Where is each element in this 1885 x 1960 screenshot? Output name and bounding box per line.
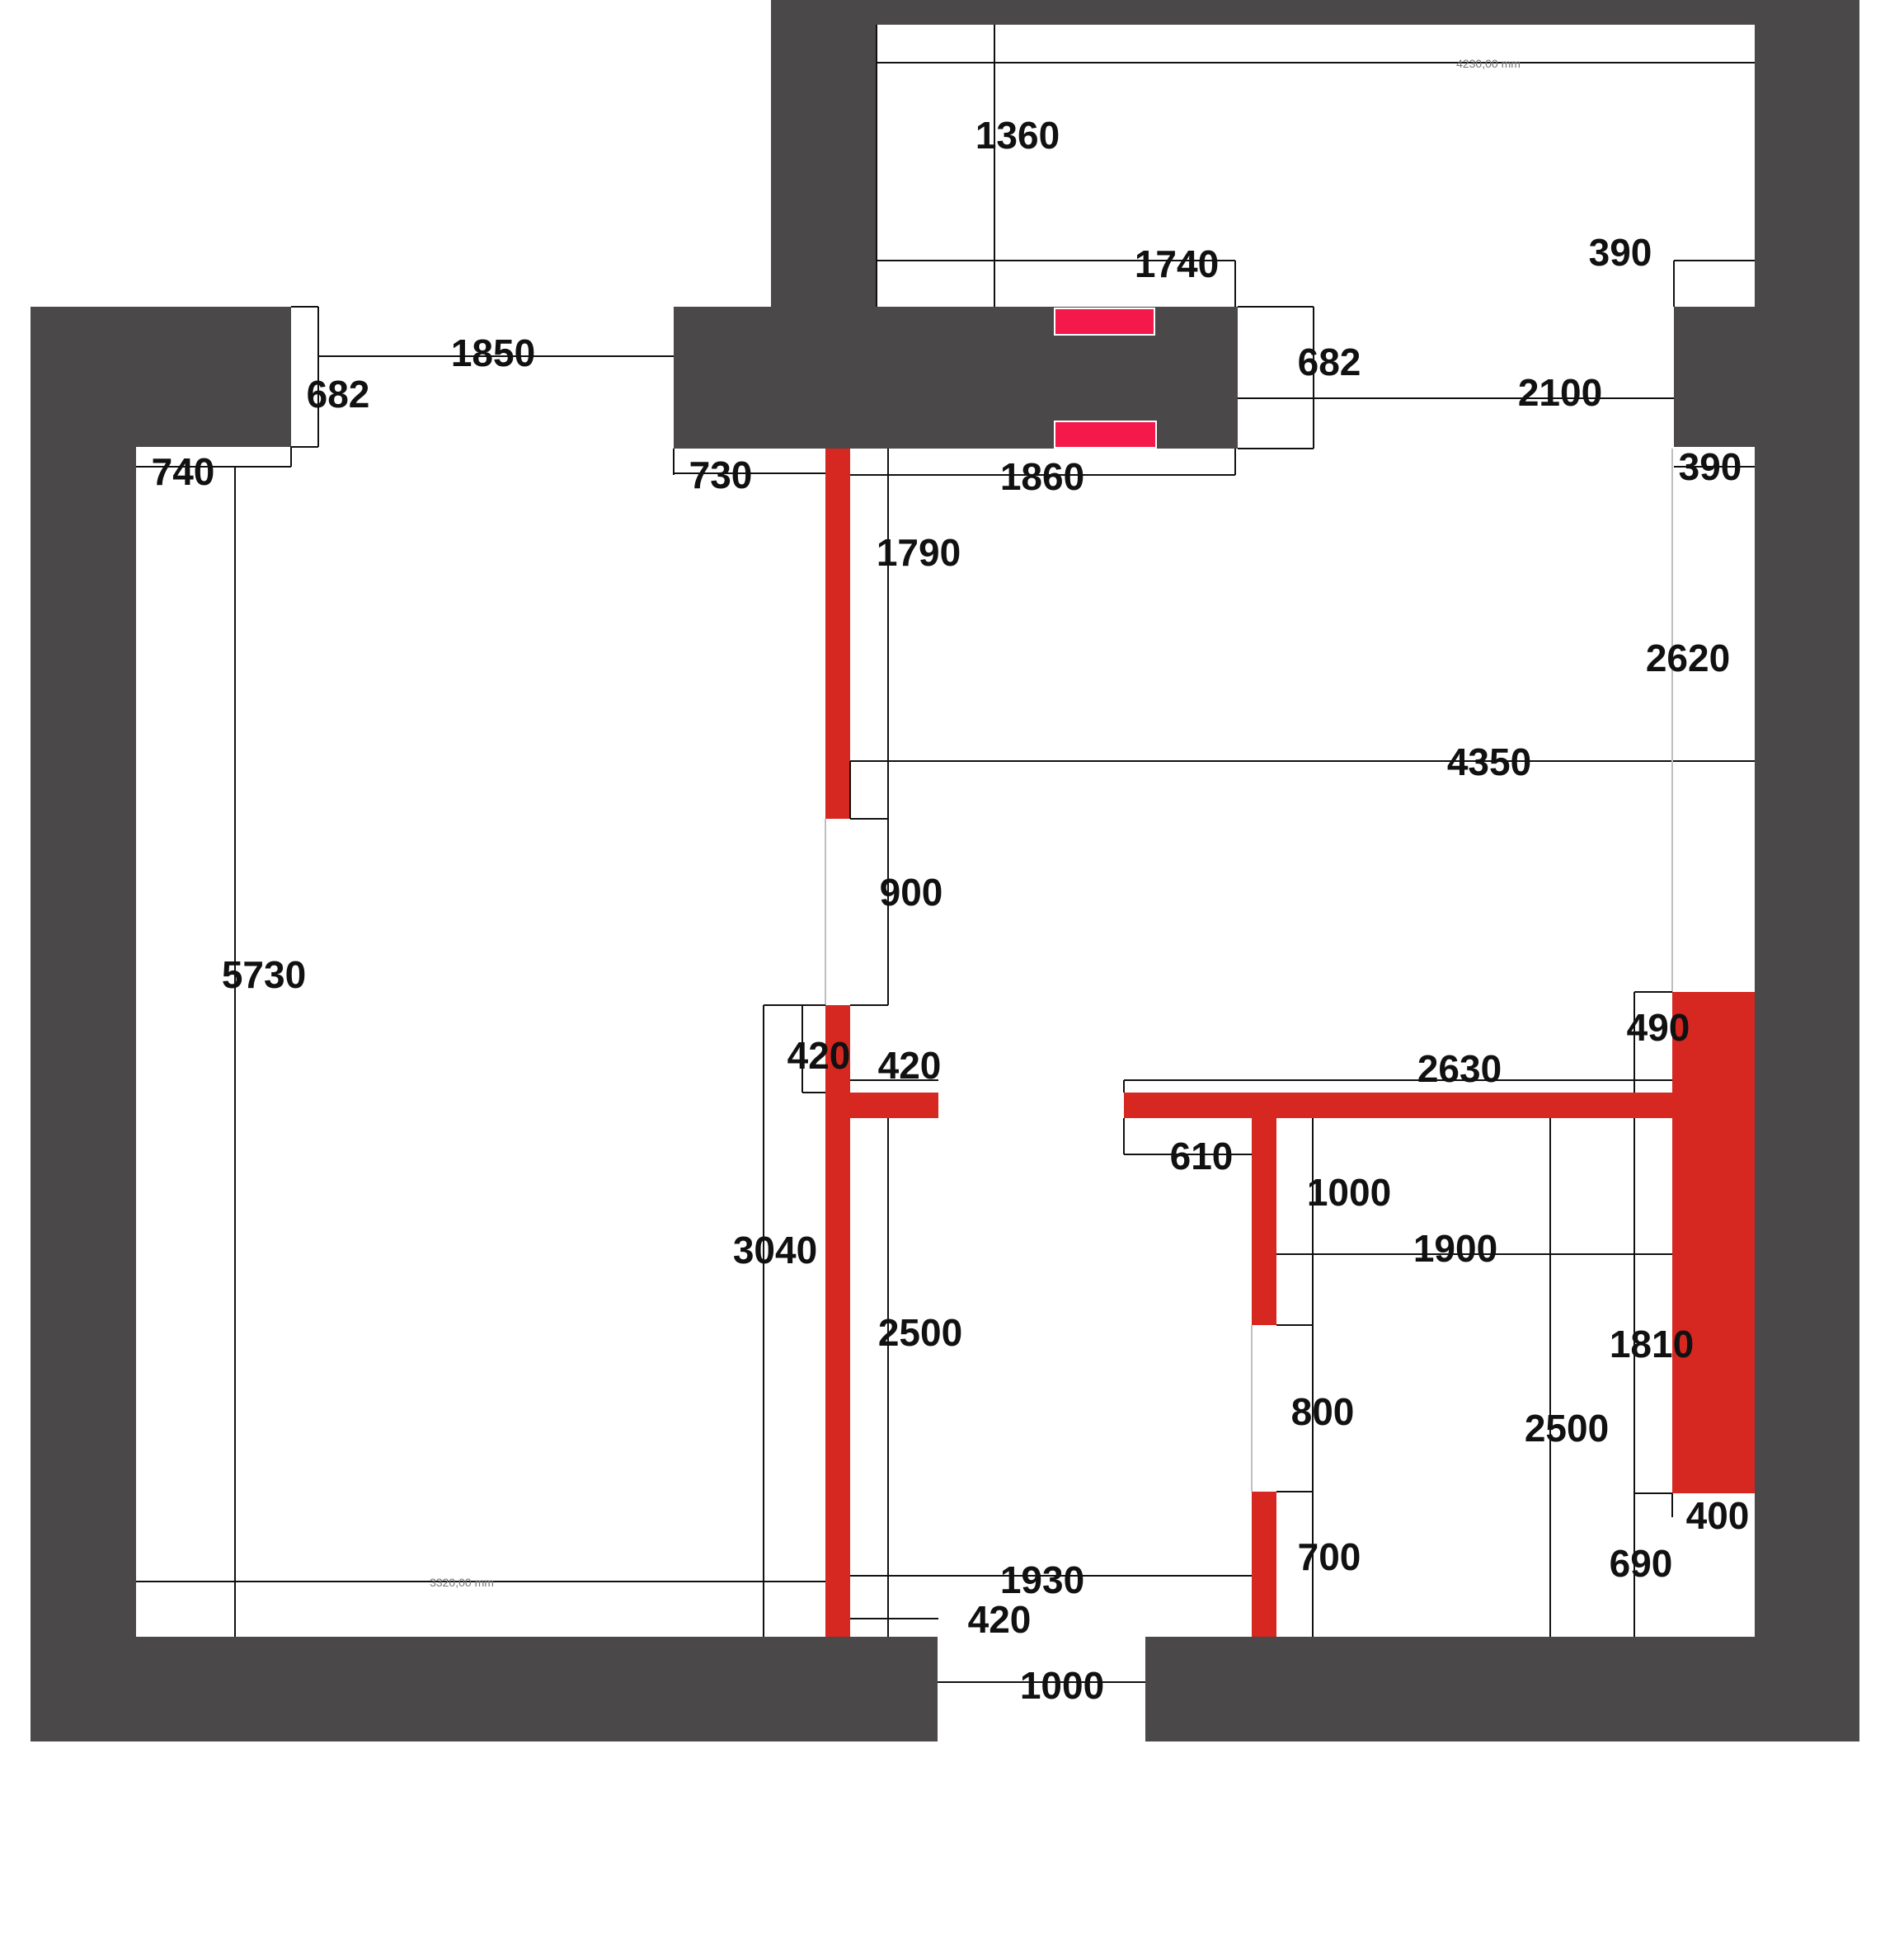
dim-label-390-top: 390 [1589, 231, 1652, 274]
partition-left-upper [825, 449, 850, 819]
partition-block-right [1672, 992, 1755, 1493]
dimension-lines [136, 25, 1755, 1683]
wall-right [1755, 307, 1859, 1741]
dim-label-2500-right: 2500 [1525, 1407, 1609, 1450]
dim-label-490: 490 [1627, 1006, 1690, 1049]
dim-label-2100: 2100 [1518, 371, 1602, 414]
dim-label-1900: 1900 [1413, 1227, 1497, 1270]
dim-label-610: 610 [1170, 1135, 1234, 1177]
dimension-labels: 4230,00 mm 1360 1740 390 1850 682 682 21… [152, 57, 1750, 1707]
dim-label-682-left: 682 [307, 373, 370, 416]
dim-label-420-c: 420 [968, 1598, 1032, 1641]
structural-walls [31, 0, 1859, 1741]
dim-label-2620: 2620 [1646, 637, 1730, 679]
vent-duct-bottom [1054, 421, 1157, 449]
dim-label-5730: 5730 [222, 953, 306, 996]
dim-label-730: 730 [689, 454, 753, 496]
dim-label-900: 900 [880, 871, 943, 914]
partition-bath-lower [1252, 1492, 1276, 1637]
dim-label-690: 690 [1610, 1542, 1673, 1585]
dim-label-420-a: 420 [787, 1034, 851, 1077]
dim-label-400: 400 [1686, 1494, 1750, 1537]
wall-bottom-right [1145, 1637, 1859, 1741]
dim-label-2500-left: 2500 [878, 1311, 962, 1354]
dim-label-3040: 3040 [733, 1229, 817, 1271]
dim-label-1850: 1850 [451, 331, 535, 374]
dim-label-740: 740 [152, 450, 215, 493]
partition-stub [850, 1093, 938, 1118]
dim-label-800: 800 [1291, 1390, 1355, 1433]
partitions [825, 449, 1755, 1637]
wall-top [771, 0, 1859, 25]
dim-label-4350: 4350 [1447, 740, 1531, 783]
dim-label-3320: 3320,00 mm [430, 1576, 494, 1589]
dim-label-1360: 1360 [975, 114, 1060, 157]
partition-horizontal [1124, 1093, 1672, 1118]
dim-label-1810: 1810 [1610, 1323, 1694, 1365]
dim-label-420-b: 420 [878, 1044, 942, 1087]
dim-label-4230: 4230,00 mm [1456, 57, 1521, 70]
dim-label-1000-door: 1000 [1020, 1664, 1104, 1707]
wall-bottom-left [31, 1637, 938, 1741]
dim-label-682-mid: 682 [1298, 341, 1361, 383]
dim-label-1930: 1930 [1000, 1558, 1084, 1601]
partition-left-lower [825, 1005, 850, 1637]
dim-label-1740: 1740 [1135, 242, 1219, 285]
partition-bath-upper [1252, 1118, 1276, 1325]
wall-left [31, 307, 136, 1741]
wall-top-left-pier [771, 0, 877, 307]
wall-right-upper [1755, 0, 1859, 307]
dim-label-1000-vertical: 1000 [1307, 1171, 1391, 1214]
dim-label-1790: 1790 [877, 531, 961, 574]
dim-label-390-right: 390 [1679, 445, 1742, 488]
dim-label-2630: 2630 [1417, 1047, 1502, 1090]
vent-duct-top [1054, 308, 1155, 336]
dim-label-700: 700 [1298, 1535, 1361, 1578]
dim-label-1860: 1860 [1000, 455, 1084, 498]
